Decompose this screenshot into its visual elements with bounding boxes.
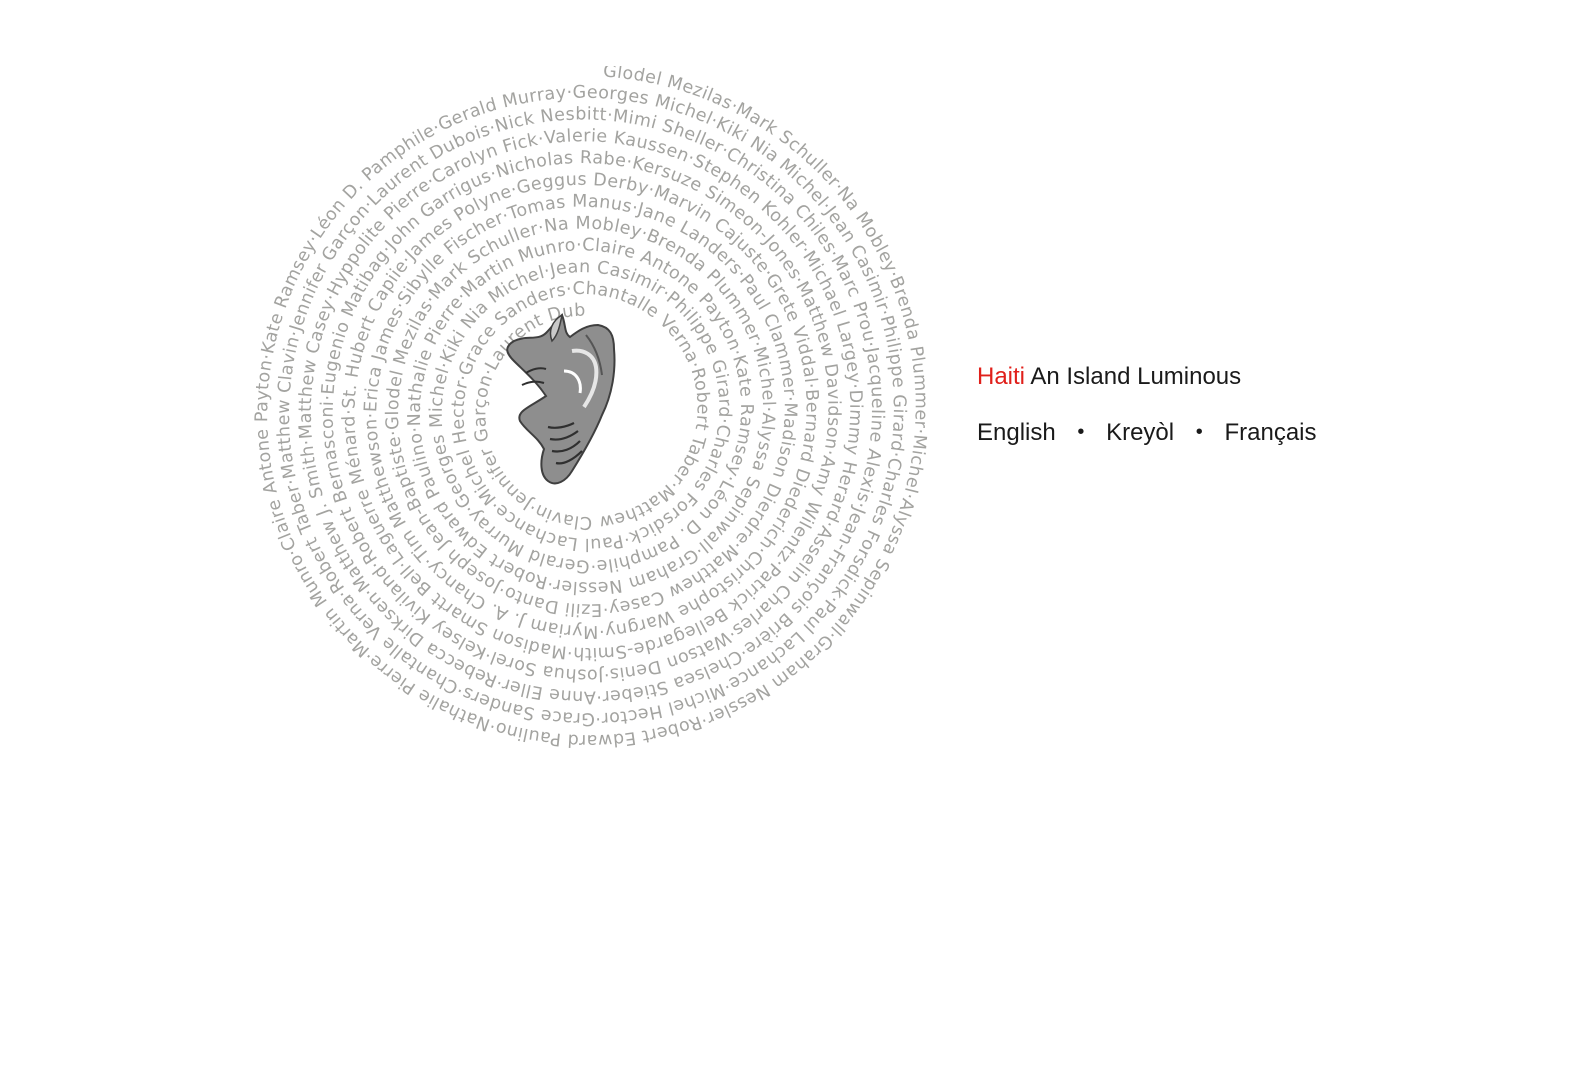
language-link-francais[interactable]: Français	[1224, 419, 1317, 446]
name-spiral-artwork: Glodel Mezilas·Mark Schuller·Na Mobley·B…	[236, 66, 936, 766]
separator-dot: •	[1077, 421, 1085, 443]
language-selector: English • Kreyòl • Français	[977, 418, 1317, 449]
conch-shell-icon	[506, 313, 616, 485]
language-link-kreyol[interactable]: Kreyòl	[1106, 419, 1175, 446]
language-link-english[interactable]: English	[977, 419, 1056, 446]
separator-dot: •	[1195, 421, 1203, 443]
title-block: Haiti An Island Luminous English • Kreyò…	[977, 362, 1317, 449]
brand-name: Haiti	[977, 363, 1026, 390]
site-title: Haiti An Island Luminous	[977, 362, 1317, 392]
site-tagline: An Island Luminous	[1030, 363, 1242, 390]
spiral-svg: Glodel Mezilas·Mark Schuller·Na Mobley·B…	[236, 66, 930, 750]
